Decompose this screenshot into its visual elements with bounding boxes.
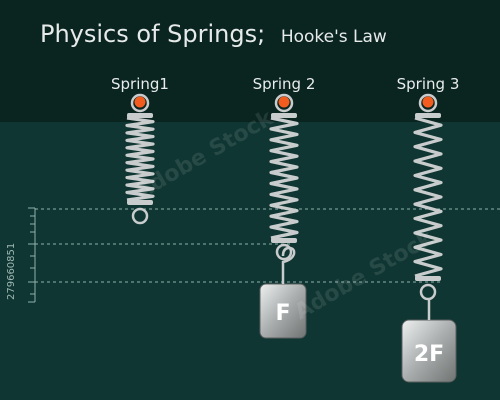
header-band xyxy=(0,0,500,122)
spring-3-top-cap xyxy=(415,113,441,118)
spring-1-label: Spring1 xyxy=(111,75,169,93)
spring-2-coil xyxy=(269,116,299,240)
spring-2-bottom-ring xyxy=(275,243,293,261)
hook-spring-2 xyxy=(281,246,296,284)
spring-1-bottom-ring xyxy=(131,207,149,225)
spring-1-top-ring xyxy=(130,93,150,113)
spring-3-top-ring xyxy=(418,93,438,113)
spring-1-top-cap xyxy=(127,113,153,118)
weight-2f-label: 2F xyxy=(414,342,444,367)
spring-2-label: Spring 2 xyxy=(253,75,316,93)
springs-layer xyxy=(125,93,443,301)
weight-2f: 2F xyxy=(401,319,457,383)
spring-2-top-ring xyxy=(274,93,294,113)
diagram-title: Physics of Springs; Hooke's Law xyxy=(40,20,387,48)
side-watermark: 279660851 xyxy=(6,243,17,300)
spring-2-anchor-dot xyxy=(278,96,290,108)
title-main: Physics of Springs; xyxy=(40,20,265,48)
weight-f: F xyxy=(259,283,307,339)
spring-3-label: Spring 3 xyxy=(397,75,460,93)
spring-1-bottom-cap xyxy=(127,200,153,205)
spring-3 xyxy=(413,93,443,301)
spring-1 xyxy=(125,93,155,225)
spring-1-anchor-dot xyxy=(134,96,146,108)
spring-3-coil xyxy=(413,116,443,278)
spring-2-bottom-cap xyxy=(271,238,297,243)
spring-3-anchor-dot xyxy=(422,96,434,108)
spring-2-top-cap xyxy=(271,113,297,118)
spring-3-bottom-cap xyxy=(415,276,441,281)
spring-1-coil xyxy=(125,116,155,202)
spring-2 xyxy=(269,93,299,261)
title-sub: Hooke's Law xyxy=(281,27,387,47)
ruler xyxy=(28,207,36,303)
weight-f-label: F xyxy=(275,301,290,326)
